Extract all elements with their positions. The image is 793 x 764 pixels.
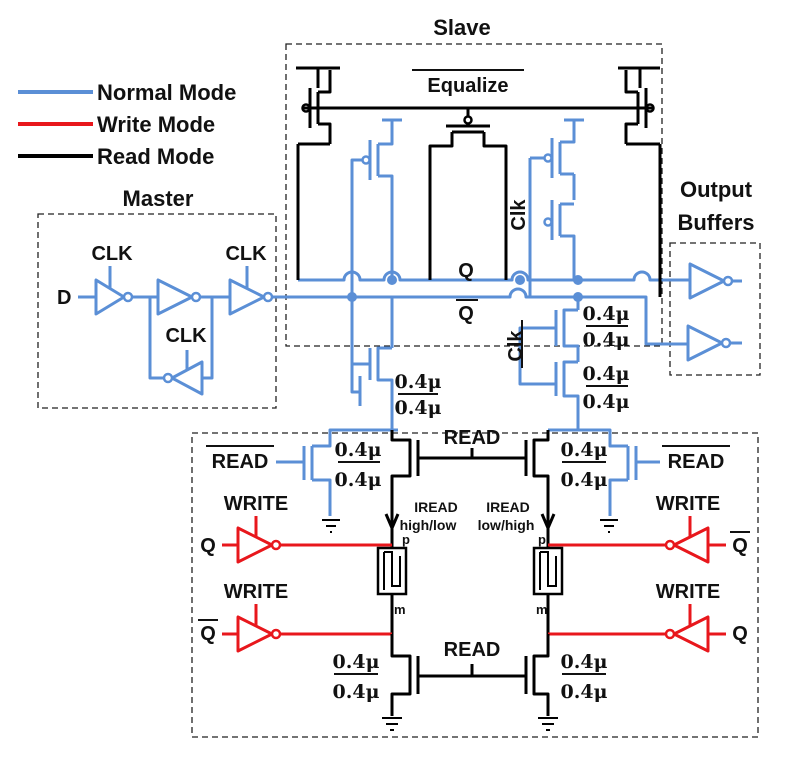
iread-left-label: IREAD — [414, 499, 458, 515]
read-top-label: READ — [444, 427, 501, 449]
iread-left-dir: high/low — [400, 517, 457, 533]
master-clk-label-2: CLK — [225, 243, 267, 265]
iread-right-label: IREAD — [486, 499, 530, 515]
q-node-label: Q — [458, 260, 474, 282]
size-left-upper-num: 0.4μ — [395, 371, 442, 393]
read-transistors-bottom: READ 0.4μ 0.4μ 0.4μ 0.4μ — [333, 634, 608, 731]
output-buffers-title-line1: Output — [680, 177, 753, 202]
read-bar-right: READ 0.4μ 0.4μ — [548, 428, 730, 533]
slave-block — [285, 43, 663, 347]
size-right-b-den: 0.4μ — [583, 391, 630, 413]
memristor-right-p: p — [538, 532, 546, 547]
master-inverter-2 — [156, 278, 194, 316]
master-block — [37, 213, 277, 409]
master-inverter-3 — [228, 278, 266, 316]
memristor-left-p: p — [402, 532, 410, 547]
right-clkbar-label: Clk — [505, 330, 527, 362]
equalize-label: Equalize — [427, 75, 508, 97]
qbar-write-input-left: Q — [200, 623, 216, 645]
q-write-input-right: Q — [732, 623, 748, 645]
read-bar-left-label: READ — [212, 451, 269, 473]
write-right-top-label: WRITE — [656, 493, 720, 515]
iread-right-dir: low/high — [478, 517, 535, 533]
legend-normal-label: Normal Mode — [97, 80, 236, 105]
write-driver-left-bottom: WRITE Q — [198, 581, 392, 653]
slave-bus: Q Q — [298, 260, 690, 346]
size-read-bottom-right-num: 0.4μ — [561, 651, 608, 673]
size-left-upper-den: 0.4μ — [395, 397, 442, 419]
write-driver-right-bottom: WRITE Q — [548, 581, 748, 653]
output-buffer-qbar — [686, 324, 724, 362]
memristor-left-m: m — [394, 602, 406, 617]
size-read-bar-left-num: 0.4μ — [335, 439, 382, 461]
write-left-top-label: WRITE — [224, 493, 288, 515]
memory-block — [191, 432, 759, 738]
master-inverter-1 — [94, 278, 126, 316]
master-clk-label-1: CLK — [91, 243, 133, 265]
output-buffer-q — [688, 262, 726, 300]
size-read-bar-left-den: 0.4μ — [335, 469, 382, 491]
write-driver-right-top: WRITE Q — [548, 493, 750, 564]
legend: Normal Mode Write Mode Read Mode — [18, 80, 236, 169]
d-input-label: D — [57, 287, 71, 309]
q-write-input-left: Q — [200, 535, 216, 557]
output-buffers — [686, 262, 742, 362]
read-bar-left: READ 0.4μ 0.4μ — [206, 428, 392, 533]
qbar-node-label: Q — [458, 303, 474, 325]
slave-left-stack: 0.4μ 0.4μ — [350, 118, 442, 432]
equalize-circuit: Equalize — [296, 66, 662, 297]
size-right-a-num: 0.4μ — [583, 303, 630, 325]
slave-right-stack: Clk Clk 0.4μ 0.4μ 0.4μ 0.4μ — [505, 118, 630, 432]
size-read-bottom-left-num: 0.4μ — [333, 651, 380, 673]
master-latch: D CLK CLK CLK — [57, 243, 348, 396]
legend-read-label: Read Mode — [97, 144, 214, 169]
size-read-bar-right-num: 0.4μ — [561, 439, 608, 461]
write-driver-left-top: WRITE Q — [200, 493, 392, 564]
size-right-b-num: 0.4μ — [583, 363, 630, 385]
size-right-a-den: 0.4μ — [583, 329, 630, 351]
master-clk-label-3: CLK — [165, 325, 207, 347]
size-read-bottom-left-den: 0.4μ — [333, 681, 380, 703]
memristor-right-m: m — [536, 602, 548, 617]
memristor-right: IREAD low/high p m — [478, 499, 564, 634]
slave-title: Slave — [433, 15, 491, 40]
output-buffers-block — [669, 242, 761, 376]
memristor-left: IREAD high/low p m — [376, 499, 458, 634]
qbar-write-input-right: Q — [732, 535, 748, 557]
master-title: Master — [123, 186, 194, 211]
size-read-bottom-right-den: 0.4μ — [561, 681, 608, 703]
read-transistors-top: READ — [390, 427, 550, 530]
right-clk-label: Clk — [508, 199, 530, 231]
write-right-bottom-label: WRITE — [656, 581, 720, 603]
read-bottom-label: READ — [444, 639, 501, 661]
output-buffers-title-line2: Buffers — [677, 210, 754, 235]
size-read-bar-right-den: 0.4μ — [561, 469, 608, 491]
write-left-bottom-label: WRITE — [224, 581, 288, 603]
read-bar-right-label: READ — [668, 451, 725, 473]
legend-write-label: Write Mode — [97, 112, 215, 137]
